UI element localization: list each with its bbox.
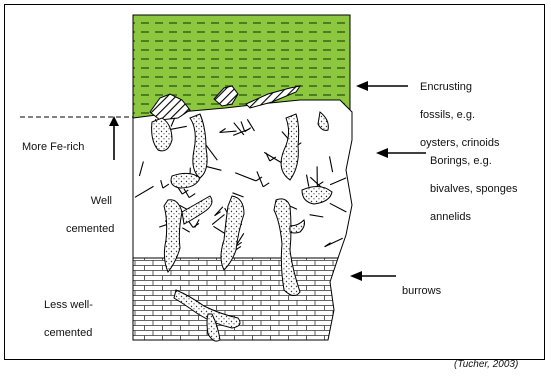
arrow-left-icon xyxy=(376,148,426,158)
arrow-left-icon xyxy=(356,81,408,91)
arrow-left-icon xyxy=(350,271,396,281)
less-well-cemented-label: Less well- cemented xyxy=(44,284,93,354)
arrow-up-icon xyxy=(109,116,119,160)
well-cemented-label: Well cemented xyxy=(66,180,112,250)
burrows-label: burrows xyxy=(402,270,441,312)
borings-label: Borings, e.g. bivalves, sponges annelids xyxy=(430,140,517,238)
citation: (Tucher, 2003) xyxy=(454,344,518,386)
limestone-bed xyxy=(133,258,338,340)
hardground-diagram: Encrusting fossils, e.g. oysters, crinoi… xyxy=(0,0,551,366)
fe-rich-label: More Fe-rich xyxy=(22,126,84,168)
